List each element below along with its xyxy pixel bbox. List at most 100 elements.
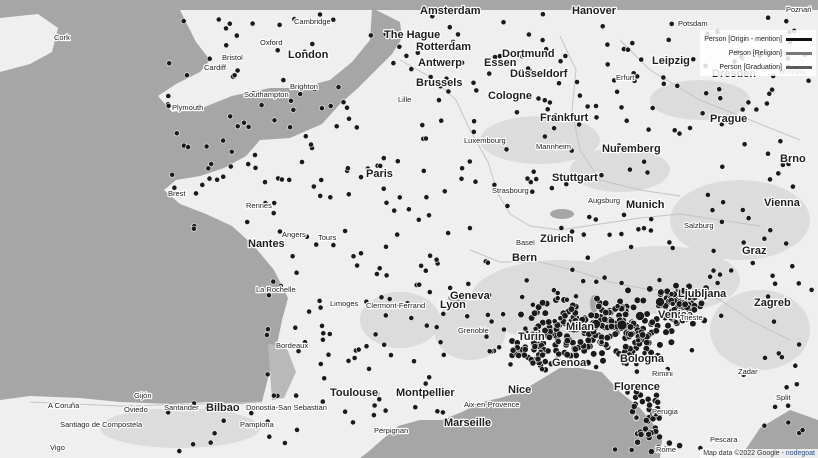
data-point[interactable] xyxy=(568,147,575,154)
data-point[interactable] xyxy=(327,194,334,201)
data-point[interactable] xyxy=(519,53,526,60)
data-point[interactable] xyxy=(333,123,340,130)
data-point[interactable] xyxy=(671,127,678,134)
data-point[interactable] xyxy=(165,103,172,109)
data-point[interactable] xyxy=(483,333,490,340)
data-point[interactable] xyxy=(554,338,562,345)
data-point[interactable] xyxy=(556,80,562,87)
data-point[interactable] xyxy=(571,345,579,353)
data-point[interactable] xyxy=(761,235,768,242)
data-point[interactable] xyxy=(486,70,493,77)
data-point[interactable] xyxy=(584,254,591,261)
data-point[interactable] xyxy=(569,266,576,273)
data-point[interactable] xyxy=(265,292,272,299)
data-point[interactable] xyxy=(603,334,611,342)
data-point[interactable] xyxy=(627,166,633,173)
data-point[interactable] xyxy=(270,210,277,216)
data-point[interactable] xyxy=(405,206,412,213)
data-point[interactable] xyxy=(741,141,748,148)
data-point[interactable] xyxy=(358,250,364,257)
attribution-link[interactable]: nodegoat xyxy=(785,450,815,457)
data-point[interactable] xyxy=(777,138,784,145)
data-point[interactable] xyxy=(316,297,323,304)
data-point[interactable] xyxy=(554,173,560,180)
data-point[interactable] xyxy=(372,331,379,338)
data-point[interactable] xyxy=(530,168,537,175)
data-point[interactable] xyxy=(538,299,547,307)
data-point[interactable] xyxy=(264,326,271,333)
data-point[interactable] xyxy=(765,150,771,157)
data-point[interactable] xyxy=(634,73,641,80)
data-point[interactable] xyxy=(654,352,662,360)
data-point[interactable] xyxy=(185,144,191,150)
data-point[interactable] xyxy=(766,90,773,97)
data-point[interactable] xyxy=(325,351,332,358)
data-point[interactable] xyxy=(245,124,252,130)
data-point[interactable] xyxy=(459,165,465,172)
data-point[interactable] xyxy=(789,263,796,270)
data-point[interactable] xyxy=(437,83,444,90)
data-point[interactable] xyxy=(227,113,234,120)
data-point[interactable] xyxy=(644,395,652,403)
data-point[interactable] xyxy=(649,105,656,111)
data-point[interactable] xyxy=(434,408,441,415)
data-point[interactable] xyxy=(484,259,491,266)
data-point[interactable] xyxy=(394,158,401,165)
data-point[interactable] xyxy=(785,402,791,409)
data-point[interactable] xyxy=(464,313,471,320)
data-point[interactable] xyxy=(631,78,638,84)
data-point[interactable] xyxy=(551,287,557,294)
data-point[interactable] xyxy=(319,336,326,343)
data-point[interactable] xyxy=(303,233,310,240)
data-point[interactable] xyxy=(643,338,651,347)
data-point[interactable] xyxy=(306,308,312,315)
data-point[interactable] xyxy=(301,48,308,55)
data-point[interactable] xyxy=(718,121,725,128)
data-point[interactable] xyxy=(544,106,551,113)
data-point[interactable] xyxy=(433,324,440,330)
data-point[interactable] xyxy=(293,392,299,399)
data-point[interactable] xyxy=(302,339,308,346)
data-point[interactable] xyxy=(535,95,542,102)
data-point[interactable] xyxy=(749,260,756,266)
data-point[interactable] xyxy=(669,300,676,307)
data-point[interactable] xyxy=(745,215,752,221)
data-point[interactable] xyxy=(445,88,452,95)
data-point[interactable] xyxy=(531,343,539,350)
data-point[interactable] xyxy=(587,311,595,319)
data-point[interactable] xyxy=(465,280,472,287)
data-point[interactable] xyxy=(412,404,419,411)
data-point[interactable] xyxy=(580,231,587,238)
data-point[interactable] xyxy=(252,164,259,171)
data-point[interactable] xyxy=(211,430,218,437)
data-point[interactable] xyxy=(560,114,566,121)
data-point[interactable] xyxy=(541,97,548,104)
data-point[interactable] xyxy=(517,310,525,319)
data-point[interactable] xyxy=(205,165,212,172)
data-point[interactable] xyxy=(363,389,370,396)
data-point[interactable] xyxy=(427,74,434,80)
data-point[interactable] xyxy=(563,337,572,345)
data-point[interactable] xyxy=(599,357,607,365)
data-point[interactable] xyxy=(629,40,636,46)
data-point[interactable] xyxy=(656,277,663,283)
data-point[interactable] xyxy=(377,162,384,169)
data-point[interactable] xyxy=(551,125,557,132)
data-point[interactable] xyxy=(630,402,638,410)
data-point[interactable] xyxy=(408,66,415,72)
data-point[interactable] xyxy=(342,408,348,415)
data-point[interactable] xyxy=(278,176,285,183)
data-point[interactable] xyxy=(206,175,213,182)
data-point[interactable] xyxy=(415,216,422,223)
data-point[interactable] xyxy=(440,351,447,358)
data-point[interactable] xyxy=(614,88,620,95)
data-point[interactable] xyxy=(470,79,477,86)
data-point[interactable] xyxy=(445,230,451,236)
data-point[interactable] xyxy=(450,39,457,45)
data-point[interactable] xyxy=(521,351,528,359)
data-point[interactable] xyxy=(455,31,461,38)
data-point[interactable] xyxy=(601,315,609,324)
data-point[interactable] xyxy=(473,87,480,94)
data-point[interactable] xyxy=(281,440,288,446)
data-point[interactable] xyxy=(576,121,582,128)
